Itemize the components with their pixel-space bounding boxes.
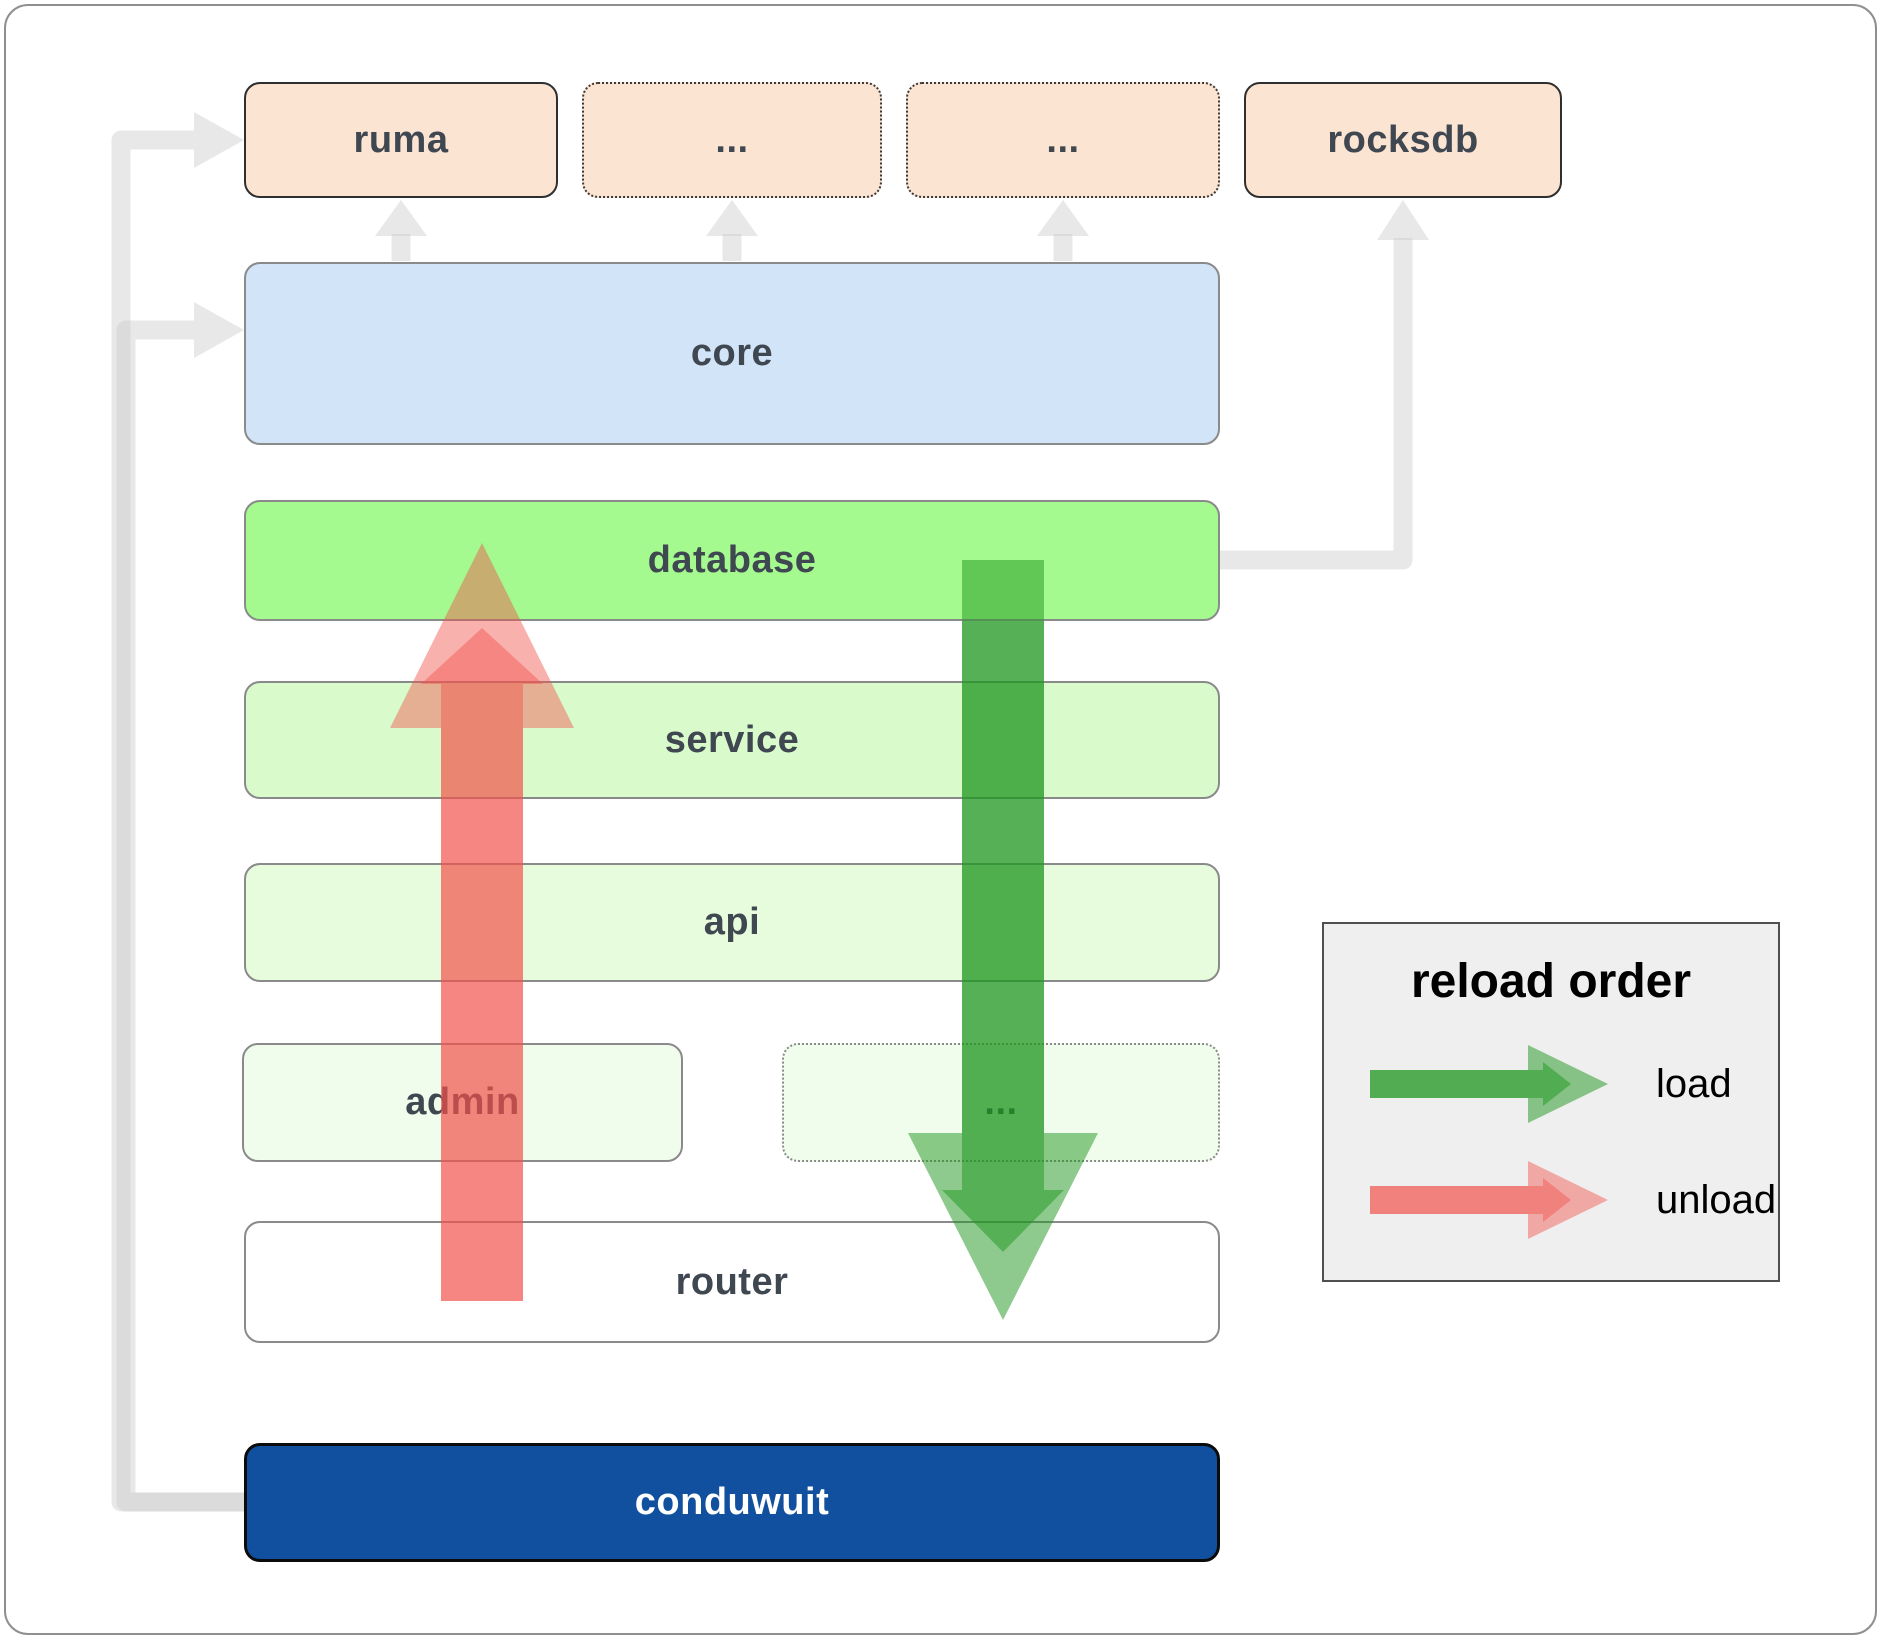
node-rocksdb-label: rocksdb xyxy=(1327,118,1479,161)
arrowhead-core-ruma-icon xyxy=(375,200,427,236)
node-service: service xyxy=(244,681,1220,799)
node-router: router xyxy=(244,1221,1220,1343)
legend-load-label: load xyxy=(1656,1061,1732,1106)
load-arrow-icon-inner xyxy=(1370,1062,1571,1106)
node-core: core xyxy=(244,262,1220,445)
node-conduwuit-label: conduwuit xyxy=(634,1481,830,1523)
node-dots-top-1-label: ... xyxy=(715,118,749,161)
node-router-label: router xyxy=(675,1260,789,1303)
node-dots-admin: ... xyxy=(782,1043,1220,1162)
node-rocksdb: rocksdb xyxy=(1244,82,1562,198)
node-database-label: database xyxy=(647,539,817,581)
unload-arrow-icon xyxy=(1370,1161,1608,1239)
load-arrow-icon xyxy=(1370,1045,1608,1123)
node-core-label: core xyxy=(690,332,774,374)
node-admin-label: admin xyxy=(405,1081,520,1123)
node-dots-top-2-label: ... xyxy=(1046,118,1080,161)
node-conduwuit: conduwuit xyxy=(244,1443,1220,1562)
arrowhead-core-dots1-icon xyxy=(706,200,758,236)
node-dots-admin-label: ... xyxy=(984,1081,1018,1123)
node-api: api xyxy=(244,863,1220,982)
node-dots-top-1: ... xyxy=(582,82,882,198)
node-ruma-label: ruma xyxy=(353,118,449,161)
legend-row-load: load xyxy=(1360,1043,1778,1125)
node-admin: admin xyxy=(242,1043,683,1162)
edge-database-rocksdb xyxy=(1220,238,1413,570)
legend-title: reload order xyxy=(1410,955,1692,1008)
arrowhead-database-rocksdb-icon xyxy=(1377,200,1429,240)
legend-row-unload: unload xyxy=(1360,1159,1778,1241)
node-dots-top-2: ... xyxy=(906,82,1220,198)
legend-unload-label: unload xyxy=(1656,1177,1777,1222)
edge-conduwuit-core xyxy=(116,320,244,1512)
node-api-label: api xyxy=(703,901,761,943)
node-service-label: service xyxy=(664,718,800,761)
arrowhead-to-ruma-icon xyxy=(194,112,244,168)
arrowhead-to-core-icon xyxy=(194,302,244,358)
legend: reload order load unload xyxy=(1322,922,1780,1282)
unload-arrow-icon-outer xyxy=(1370,1161,1608,1239)
node-ruma: ruma xyxy=(244,82,558,198)
arrowhead-core-dots2-icon xyxy=(1037,200,1089,236)
node-database: database xyxy=(244,500,1220,621)
unload-arrow-icon-inner xyxy=(1370,1178,1571,1222)
edge-conduwuit-ruma xyxy=(111,130,244,1512)
